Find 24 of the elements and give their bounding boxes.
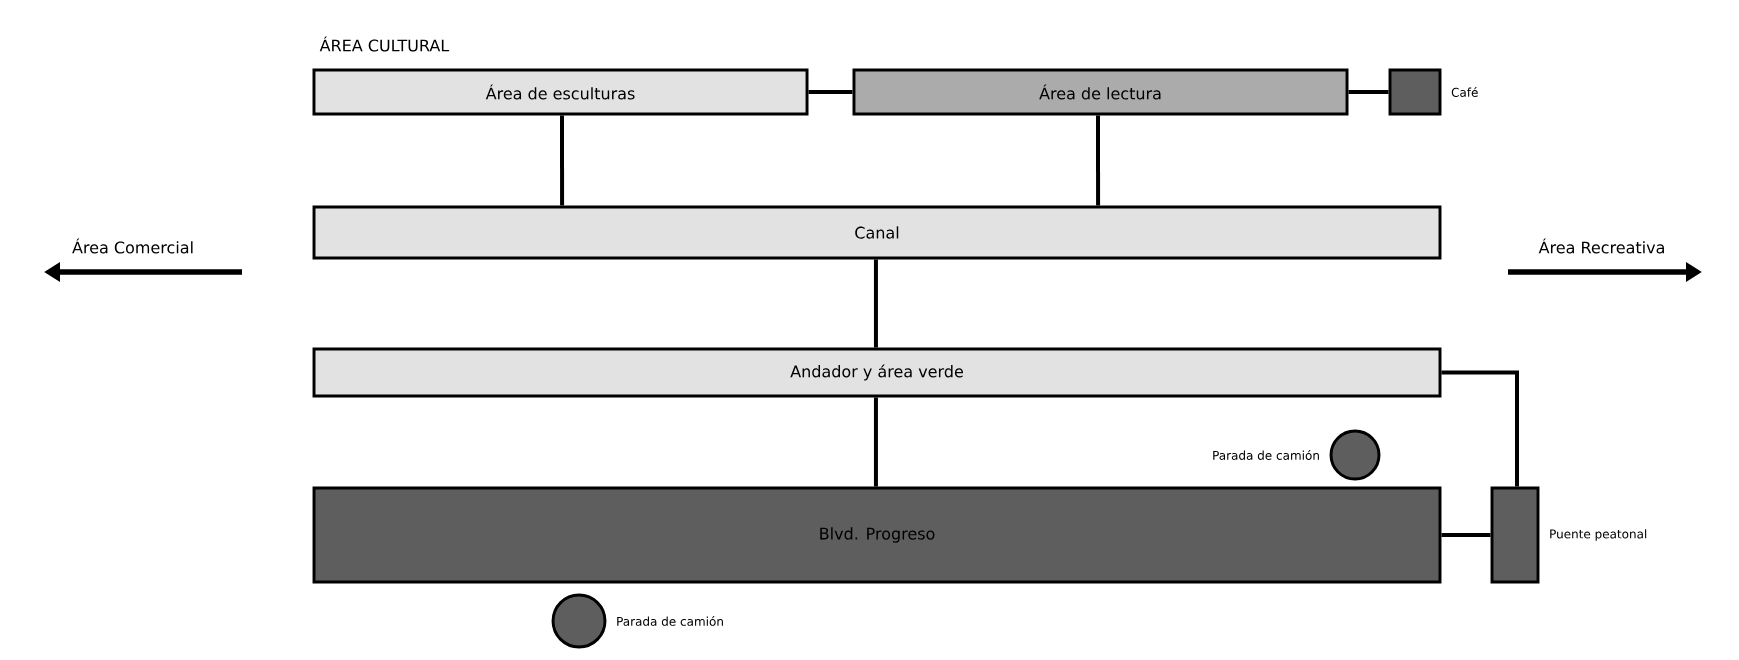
- connector-line: [1096, 115, 1101, 206]
- caption-text: Café: [1451, 87, 1478, 97]
- small-block: [1490, 486, 1540, 584]
- group-heading: ÁREA CULTURAL: [319, 36, 450, 52]
- road-band: Blvd. Progreso: [312, 486, 1442, 584]
- caption-text: Parada de camión: [1213, 450, 1319, 460]
- connector-line: [808, 90, 853, 94]
- zone-band: Área de lectura: [852, 68, 1349, 116]
- bus-stop-circle: [1329, 429, 1381, 481]
- bus-stop-circle: [551, 593, 607, 649]
- area-label: Área Recreativa: [1538, 238, 1664, 254]
- connector-line: [1441, 533, 1491, 537]
- small-block: [1388, 68, 1442, 116]
- connector-line: [1441, 370, 1519, 487]
- caption-text: Parada de camión: [617, 616, 723, 626]
- zone-band: Canal: [312, 205, 1442, 260]
- caption-text: Puente peatonal: [1550, 529, 1647, 541]
- zone-band: Área de esculturas: [312, 68, 809, 116]
- connector-line: [873, 397, 878, 487]
- connector-line: [1348, 90, 1389, 94]
- area-label: Área Comercial: [72, 238, 193, 254]
- connector-line: [873, 259, 878, 348]
- zone-band: Andador y área verde: [312, 347, 1442, 398]
- connector-line: [560, 115, 565, 206]
